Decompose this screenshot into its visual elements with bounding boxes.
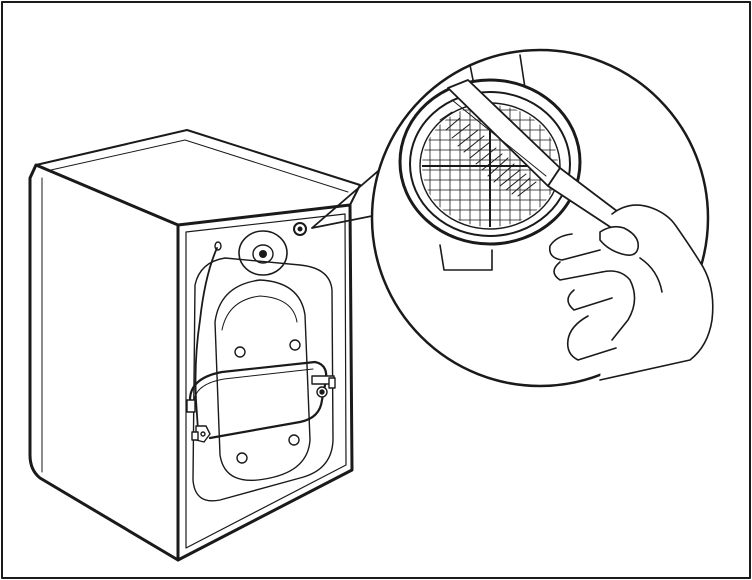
strap-clip-left	[186, 399, 211, 443]
inlet-valve-icon	[293, 222, 307, 236]
strap-clip-right	[311, 375, 336, 398]
machine-back-panel	[176, 203, 354, 562]
screw-hole	[289, 339, 301, 351]
screw-hole	[234, 346, 246, 358]
brush-bristles	[439, 111, 537, 197]
hand-icon	[548, 204, 714, 381]
back-panel-emboss-outer	[192, 257, 334, 502]
transport-strap	[188, 360, 328, 440]
back-panel-emboss-inner	[214, 279, 311, 482]
screw-hole	[288, 434, 300, 446]
supply-cable	[194, 247, 218, 431]
screw-hole	[236, 452, 248, 464]
magnifier-circle	[370, 48, 714, 388]
washing-machine-icon	[28, 129, 361, 562]
machine-side	[28, 163, 180, 562]
